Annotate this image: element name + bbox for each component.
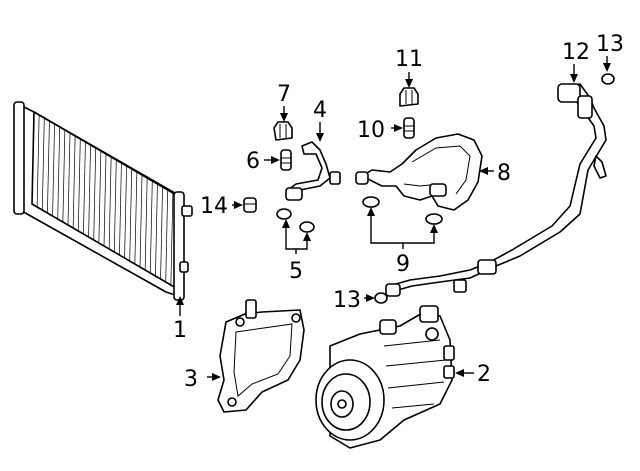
callout-5: 5	[289, 259, 303, 284]
valve-core-part-10	[403, 117, 415, 139]
condenser-fin	[72, 135, 76, 229]
o-ring-part-5b	[299, 221, 315, 233]
o-ring-part-5a	[276, 208, 292, 220]
condenser-fin	[98, 150, 102, 244]
condenser-fin	[52, 123, 55, 217]
hose-line-part-4	[285, 141, 341, 201]
callout-13-mid: 13	[333, 288, 361, 313]
condenser-fin	[67, 132, 71, 226]
condenser-fin	[144, 177, 148, 271]
condenser-fin	[88, 144, 91, 238]
callout-4: 4	[313, 98, 327, 123]
condenser-fin	[129, 168, 133, 262]
condenser-fin	[119, 162, 122, 256]
condenser-fin	[155, 183, 158, 277]
condenser-fin	[124, 165, 127, 259]
callout-12: 12	[562, 40, 590, 65]
callout-7: 7	[277, 82, 291, 107]
mounting-bracket-part	[217, 299, 305, 413]
condenser-fin	[83, 141, 86, 235]
compressor-part	[315, 305, 455, 449]
condenser-fin	[165, 189, 169, 283]
condenser-fin	[77, 138, 81, 232]
cap-part-11	[399, 87, 419, 107]
condenser-fin	[62, 129, 66, 223]
condenser-fin	[31, 111, 35, 205]
condenser-fin	[149, 180, 153, 274]
o-ring-part-13b	[374, 292, 388, 304]
condenser-fin	[170, 192, 174, 286]
callout-2: 2	[477, 362, 491, 387]
hose-assembly-part-8	[355, 133, 483, 211]
o-ring-part-13a	[601, 73, 615, 85]
condenser-fin	[41, 117, 45, 211]
condenser-fin	[160, 186, 163, 280]
callout-9: 9	[396, 252, 410, 277]
pressure-switch-part-7	[273, 121, 293, 141]
valve-core-part-6	[280, 149, 292, 171]
callout-leaders	[176, 56, 611, 381]
condenser-fin	[113, 159, 117, 253]
o-ring-part-9b	[425, 213, 443, 225]
condenser-fin	[108, 156, 112, 250]
callout-10: 10	[357, 118, 385, 143]
o-ring-part-9a	[362, 196, 380, 208]
condenser-fin	[134, 171, 138, 265]
condenser-fin	[57, 126, 61, 220]
condenser-fin	[139, 174, 143, 268]
condenser-fin	[103, 153, 107, 247]
callout-1: 1	[173, 318, 187, 343]
callout-11: 11	[395, 47, 423, 72]
callout-6: 6	[246, 149, 260, 174]
sensor-part-14	[243, 197, 257, 213]
suction-line-part-12	[385, 83, 607, 297]
condenser-fin	[36, 114, 40, 208]
condenser-fin	[93, 147, 97, 241]
callout-14: 14	[200, 194, 228, 219]
condenser-fin	[47, 120, 50, 214]
callout-3: 3	[184, 367, 198, 392]
callout-13-top: 13	[596, 32, 624, 57]
callout-8: 8	[497, 161, 511, 186]
condenser-part	[13, 101, 193, 301]
condenser-fins	[31, 111, 179, 289]
